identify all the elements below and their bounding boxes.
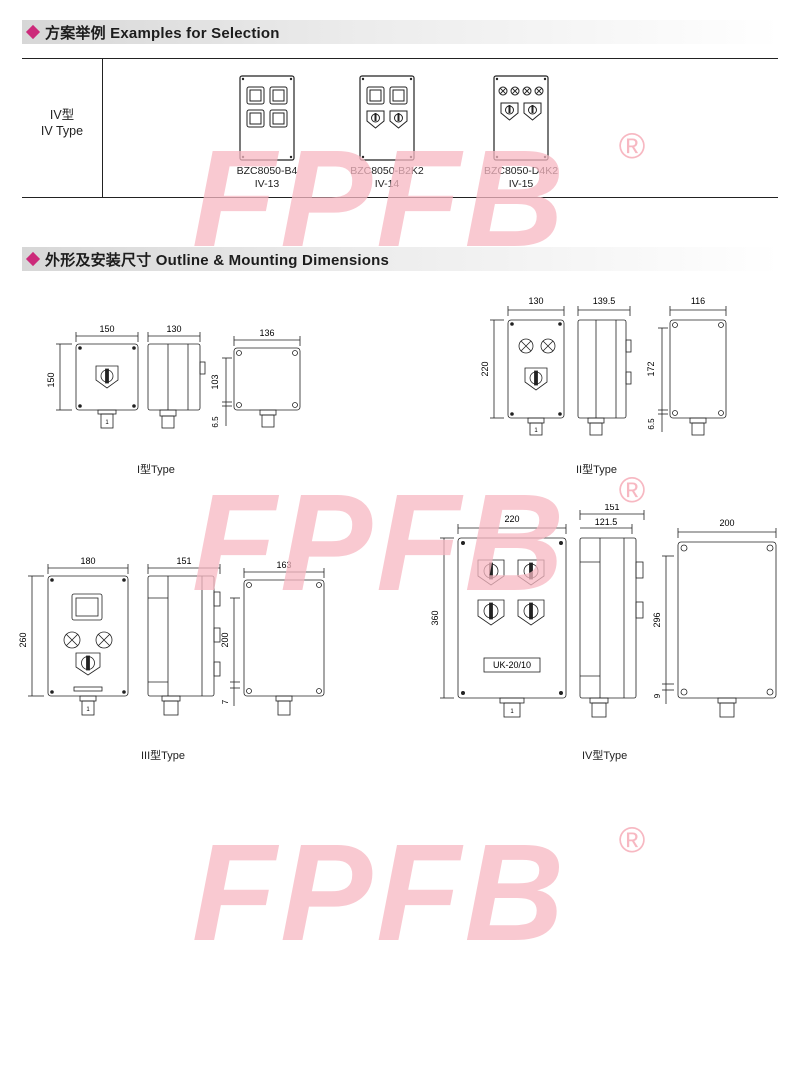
row-label-en: IV Type — [40, 124, 84, 138]
sample-b4: BZC8050-B4 IV-13 — [207, 75, 327, 191]
nameplate-label: UK-20/10 — [493, 660, 531, 670]
dim-back-w: 136 — [259, 328, 274, 338]
dim-back-w: 163 — [276, 560, 291, 570]
type4-drawing: UK-20/10 220 360 151 121.5 200 296 9 1 — [430, 504, 777, 718]
diamond-bullet-icon — [25, 24, 41, 40]
watermark-text: FPFB — [192, 816, 568, 962]
dim-side-w: 151 — [176, 556, 191, 566]
gland-label: 1 — [105, 420, 109, 426]
section-header-dimensions: 外形及安装尺寸 Outline & Mounting Dimensions — [22, 247, 780, 271]
row-label: IV型 IV Type — [22, 107, 102, 139]
dim-back-h: 200 — [220, 632, 230, 647]
dim-front-h: 360 — [430, 610, 440, 625]
dim-front-w: 220 — [504, 514, 519, 524]
gland-label: 1 — [510, 709, 514, 715]
type2-drawing: 130 220 139.5 116 172 6.5 1 — [480, 296, 727, 436]
sample-model: BZC8050-B2K2 — [350, 165, 424, 177]
caption-type3: III型Type — [141, 750, 186, 762]
sample-code: IV-14 — [374, 178, 400, 190]
dim-back-h: 296 — [652, 612, 662, 627]
sample-d4k2: BZC8050-D4K2 IV-15 — [461, 75, 581, 191]
dim-back-off: 6.5 — [211, 416, 220, 428]
dim-side-w: 130 — [166, 324, 181, 334]
caption-type2: II型Type — [576, 464, 617, 476]
dim-front-w: 130 — [528, 296, 543, 306]
dim-front-w: 150 — [99, 324, 114, 334]
section-title-dimensions: 外形及安装尺寸 Outline & Mounting Dimensions — [45, 251, 390, 269]
section-title-examples: 方案举例 Examples for Selection — [45, 24, 280, 42]
dim-side-w2: 121.5 — [595, 517, 618, 527]
dim-side-w: 139.5 — [593, 296, 616, 306]
dim-back-w: 116 — [691, 296, 705, 306]
dim-front-h: 150 — [46, 372, 56, 387]
enclosure-b4-icon — [239, 75, 295, 161]
dim-front-h: 260 — [18, 632, 28, 647]
dim-back-off: 9 — [653, 693, 662, 698]
selection-table: IV型 IV Type BZC8050-B4 IV-13 — [22, 58, 778, 198]
diamond-bullet-icon — [25, 251, 41, 267]
dim-back-h: 172 — [646, 361, 656, 376]
table-divider — [102, 59, 103, 197]
dim-front-w: 180 — [80, 556, 95, 566]
watermark-logo: FPFB ® — [192, 816, 646, 962]
section-header-examples: 方案举例 Examples for Selection — [22, 20, 780, 44]
sample-b2k2: BZC8050-B2K2 IV-14 — [327, 75, 447, 191]
watermark-registered-mark: ® — [619, 819, 646, 860]
sample-code: IV-15 — [508, 178, 534, 190]
dim-back-w: 200 — [719, 518, 734, 528]
sample-model: BZC8050-D4K2 — [483, 165, 559, 177]
type3-drawing: 180 260 151 163 200 7 1 — [18, 556, 325, 716]
gland-label: 1 — [534, 428, 538, 434]
dim-back-off: 7 — [221, 699, 230, 704]
dim-side-w: 151 — [604, 504, 619, 512]
gland-label: 1 — [86, 707, 90, 713]
enclosure-b2k2-icon — [359, 75, 415, 161]
dim-front-h: 220 — [480, 361, 490, 376]
dim-back-h: 103 — [210, 374, 220, 389]
enclosure-d4k2-icon — [493, 75, 549, 161]
caption-type1: I型Type — [137, 464, 175, 476]
sample-code: IV-13 — [254, 178, 280, 190]
dim-back-off: 6.5 — [647, 418, 656, 430]
sample-model: BZC8050-B4 — [236, 165, 298, 177]
type1-drawing: 150 150 130 136 103 6.5 1 — [46, 324, 301, 429]
caption-type4: IV型Type — [582, 750, 628, 762]
row-label-cn: IV型 — [49, 108, 75, 122]
